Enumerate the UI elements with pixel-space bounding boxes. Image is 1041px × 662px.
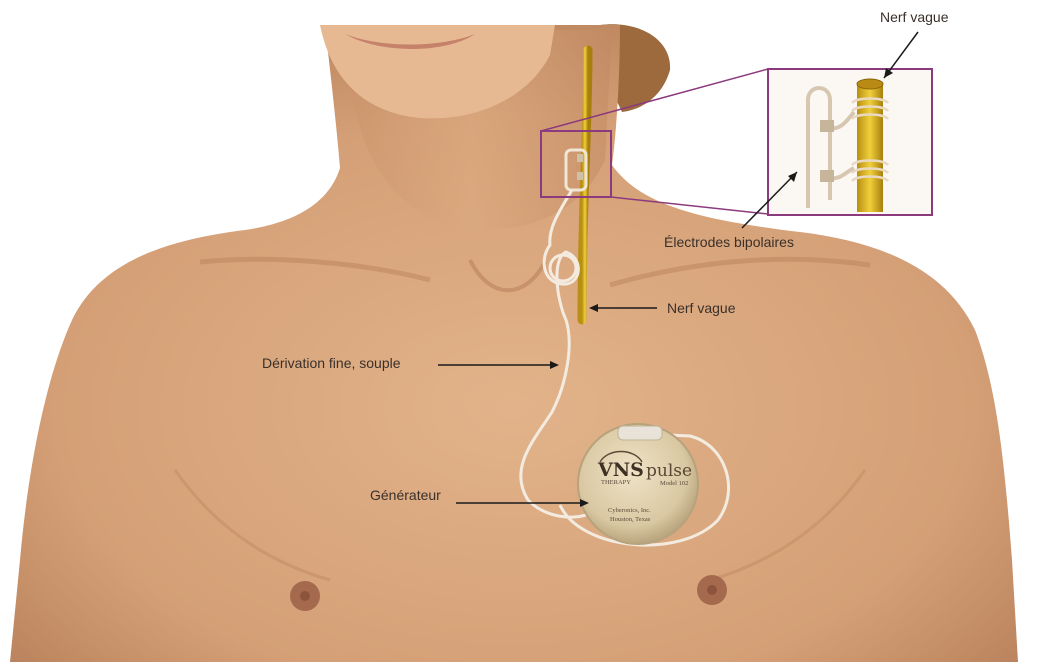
device-model-number: Model 102 <box>660 480 688 487</box>
device-maker-line1: Cyberonics, Inc. <box>608 507 651 514</box>
device-brand: VNS <box>597 459 644 481</box>
label-vagus-nerve-top: Nerf vague <box>880 9 949 25</box>
label-lead: Dérivation fine, souple <box>262 355 401 371</box>
generator-header <box>618 426 662 440</box>
device-model-name: pulse <box>646 461 692 481</box>
device-maker-line2: Houston, Texas <box>610 516 651 523</box>
inset-connector-lower <box>820 170 834 182</box>
generator: VNS THERAPY pulse Model 102 Cyberonics, … <box>578 424 698 544</box>
inset-connector-upper <box>820 120 834 132</box>
inset-frame <box>768 69 932 215</box>
label-vagus-nerve-mid: Nerf vague <box>667 300 736 316</box>
label-bipolar-electrodes: Électrodes bipolaires <box>664 234 794 250</box>
device-brand-sub: THERAPY <box>601 479 631 486</box>
inset-nerve <box>857 84 883 212</box>
label-generator: Générateur <box>370 487 441 503</box>
inset-magnified-view <box>768 69 932 215</box>
